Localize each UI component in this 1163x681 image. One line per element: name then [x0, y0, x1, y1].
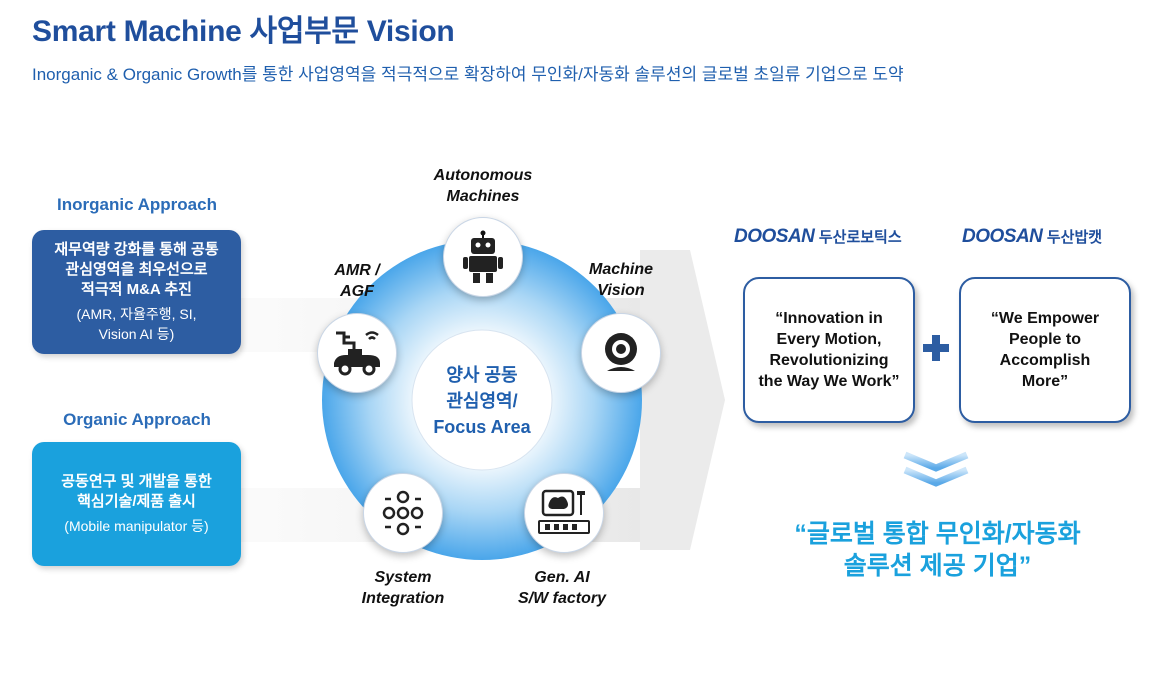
node-0-line-1: Autonomous — [433, 167, 533, 184]
company-logo-doosan-robotics: DOOSAN 두산로보틱스 — [734, 226, 902, 248]
node-1-line-1: Machine — [588, 261, 653, 278]
ai-brain-icon — [524, 473, 604, 553]
focus-area-line-1: 양사 공동 — [446, 365, 518, 385]
inorganic-line-3: 적극적 M&A 추진 — [81, 281, 192, 298]
page-subtitle: Inorganic & Organic Growth를 통한 사업영역을 적극적… — [32, 65, 904, 84]
doosan-brand-logo: DOOSAN — [962, 226, 1043, 247]
gears-icon — [363, 473, 443, 553]
doosan-robotics-name: 두산로보틱스 — [818, 229, 902, 246]
organic-detail-1: (Mobile manipulator 등) — [64, 518, 209, 534]
doosan-bobcat-name: 두산밥캣 — [1046, 229, 1103, 246]
company-logo-doosan-bobcat: DOOSAN 두산밥캣 — [962, 226, 1102, 248]
inorganic-approach-label: Inorganic Approach — [57, 195, 217, 214]
node-4-line-2: AGF — [340, 283, 374, 300]
node-gen-ai-label: Gen. AI S/W factory — [497, 567, 627, 609]
vision-statement: “글로벌 통합 무인화/자동화 솔루션 제공 기업” — [740, 518, 1135, 582]
robot-icon — [443, 217, 523, 297]
node-machine-vision-label: Machine Vision — [566, 259, 676, 301]
organic-approach-box: 공동연구 및 개발을 통한 핵심기술/제품 출시 (Mobile manipul… — [32, 442, 241, 566]
robotics-quote-line-2: Every Motion, — [776, 331, 882, 348]
node-1-line-2: Vision — [597, 282, 645, 299]
inorganic-detail-1: (AMR, 자율주행, SI, — [76, 306, 197, 322]
doosan-bobcat-slogan-box: “We Empower People to Accomplish More” — [959, 277, 1131, 423]
inorganic-line-2: 관심영역을 최우선으로 — [65, 261, 208, 278]
node-2-line-1: Gen. AI — [534, 569, 590, 586]
inorganic-detail-2: Vision AI 등) — [98, 326, 175, 342]
robotics-quote-line-4: the Way We Work” — [758, 373, 900, 390]
node-system-integration-label: System Integration — [343, 567, 463, 609]
organic-approach-label: Organic Approach — [63, 410, 211, 429]
node-2-line-2: S/W factory — [517, 590, 606, 607]
vision-statement-line-1: “글로벌 통합 무인화/자동화 — [794, 520, 1081, 548]
robotics-quote-line-3: Revolutionizing — [769, 352, 889, 369]
vehicle-icon — [317, 313, 397, 393]
node-amr-agf-label: AMR / AGF — [312, 260, 402, 302]
down-chevron-icon — [903, 451, 969, 487]
doosan-robotics-slogan-box: “Innovation in Every Motion, Revolutioni… — [743, 277, 915, 423]
node-3-line-1: System — [374, 569, 432, 586]
doosan-brand-logo: DOOSAN — [734, 226, 815, 247]
organic-line-1: 공동연구 및 개발을 통한 — [61, 473, 212, 490]
bobcat-quote-line-1: “We Empower — [990, 310, 1100, 327]
node-0-line-2: Machines — [446, 188, 520, 205]
bobcat-quote-line-2: People to — [1008, 331, 1081, 348]
bobcat-quote-line-4: More” — [1021, 373, 1069, 390]
focus-area-line-2: 관심영역/ — [446, 391, 518, 411]
camera-icon — [581, 313, 661, 393]
focus-area-line-3: Focus Area — [433, 417, 531, 437]
bobcat-quote-line-3: Accomplish — [999, 352, 1091, 369]
inorganic-line-1: 재무역량 강화를 통해 공통 — [54, 241, 219, 258]
page-title: Smart Machine 사업부문 Vision — [32, 15, 455, 48]
organic-line-2: 핵심기술/제품 출시 — [77, 493, 196, 510]
plus-icon — [923, 335, 949, 361]
node-autonomous-machines-label: Autonomous Machines — [408, 165, 558, 207]
inorganic-approach-box: 재무역량 강화를 통해 공통 관심영역을 최우선으로 적극적 M&A 추진 (A… — [32, 230, 241, 354]
node-3-line-2: Integration — [361, 590, 445, 607]
robotics-quote-line-1: “Innovation in — [775, 310, 883, 327]
node-4-line-1: AMR / — [334, 262, 380, 279]
vision-statement-line-2: 솔루션 제공 기업” — [843, 552, 1032, 580]
focus-area-label: 양사 공동 관심영역/ Focus Area — [412, 362, 552, 440]
